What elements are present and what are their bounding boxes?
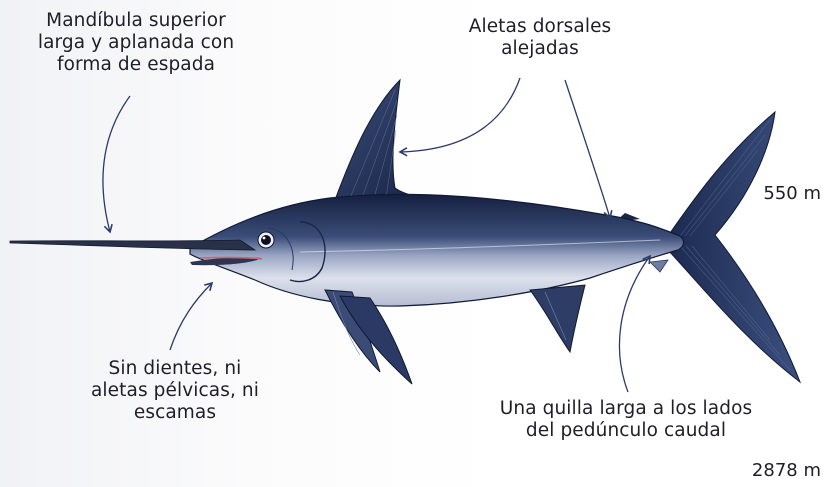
teeth-line-3: escamas [133, 402, 217, 423]
teeth-line-2: aletas pélvicas, ni [91, 380, 259, 401]
keel-line-1: Una quilla larga a los lados [499, 398, 753, 419]
dorsal-fin [334, 78, 441, 201]
dorsal-arrow-2 [564, 79, 613, 220]
mandible-arrow [102, 95, 131, 234]
mandible-line-1: Mandíbula superior [46, 10, 226, 31]
mandible-annotation: Mandíbula superior larga y aplanada con … [28, 10, 244, 76]
sword-upper-jaw [9, 239, 257, 251]
mouth-line [199, 256, 263, 260]
dorsal-arrow-1 [398, 77, 521, 157]
dorsal-fin-rays [349, 89, 398, 199]
mandible-line-3: forma de espada [56, 54, 216, 75]
dorsal-line-1: Aletas dorsales [468, 16, 612, 37]
teeth-annotation: Sin dientes, ni aletas pélvicas, ni esca… [72, 358, 278, 424]
fish-body [189, 193, 685, 307]
dorsal-annotation: Aletas dorsales alejadas [455, 16, 625, 60]
bottom-depth-label: 2878 m [751, 460, 821, 481]
keel-line-2: del pedúnculo caudal [525, 420, 727, 441]
caudal-fin-rays [679, 119, 791, 371]
lower-jaw [190, 257, 262, 266]
mandible-line-2: larga y aplanada con [37, 32, 235, 53]
second-anal-fin [649, 259, 669, 273]
anal-fin [529, 284, 586, 354]
keel-annotation: Una quilla larga a los lados del pedúncu… [476, 398, 776, 442]
pectoral-fin-long [339, 295, 413, 385]
gill-cover [289, 221, 326, 283]
keel-arrow [618, 254, 651, 393]
caudal-fin [667, 110, 802, 384]
depth-label: 550 m [763, 183, 821, 204]
teeth-line-1: Sin dientes, ni [108, 358, 242, 379]
teeth-arrow [169, 281, 214, 351]
lateral-line [299, 239, 661, 253]
dorsal-line-2: alejadas [501, 38, 579, 59]
